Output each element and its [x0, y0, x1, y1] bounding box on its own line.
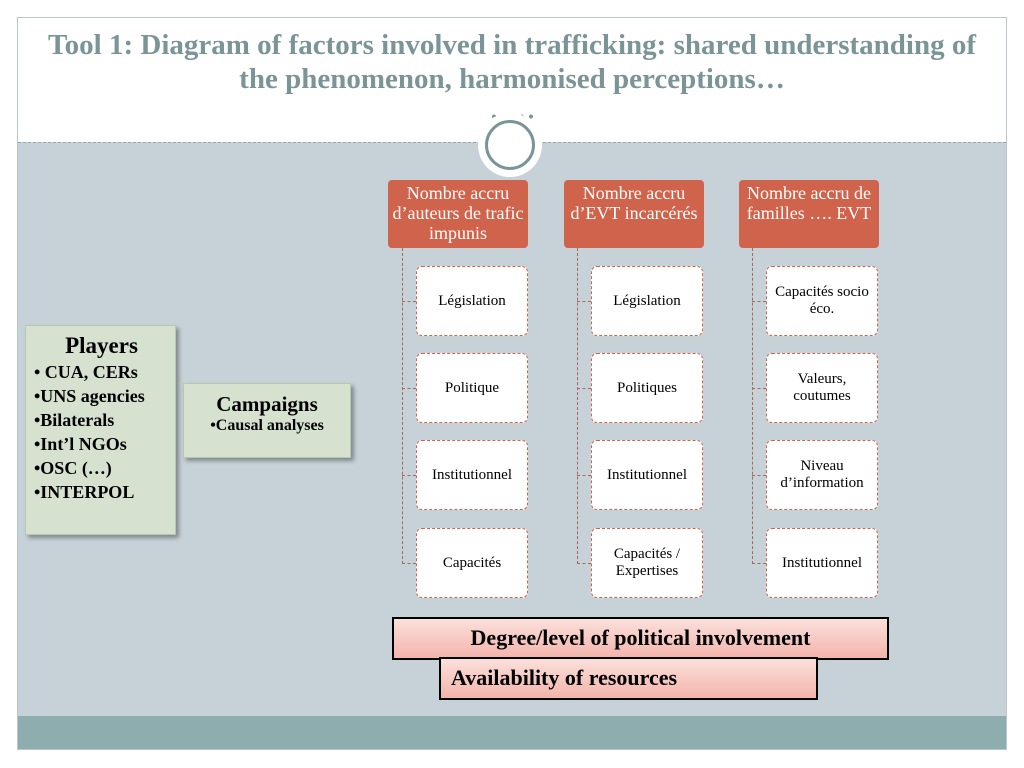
column-head-3: Nombre accru de familles …. EVT: [739, 180, 879, 248]
factor-box: Législation: [416, 266, 528, 336]
factor-box: Capacités: [416, 528, 528, 598]
factor-box: Capacités socio éco.: [766, 266, 878, 336]
connector-horizontal: [402, 301, 416, 302]
resources-availability-bar: Availability of resources: [439, 657, 818, 700]
connector-horizontal: [752, 475, 766, 476]
connector-vertical: [752, 248, 753, 564]
campaigns-sub: •Causal analyses: [210, 417, 324, 434]
connector-vertical: [577, 248, 578, 564]
circle-ornament-icon: [485, 120, 535, 170]
factor-box: Capacités / Expertises: [591, 528, 703, 598]
connector-vertical: [402, 248, 403, 564]
factor-box: Institutionnel: [416, 440, 528, 510]
players-item: •Int’l NGOs: [34, 434, 127, 454]
connector-horizontal: [752, 563, 766, 564]
factor-box: Niveau d’information: [766, 440, 878, 510]
players-heading: Players: [65, 333, 138, 358]
footer-band: [18, 716, 1006, 749]
factor-box: Institutionnel: [766, 528, 878, 598]
players-box: Players • CUA, CERs •UNS agencies •Bilat…: [25, 325, 176, 535]
connector-horizontal: [577, 475, 591, 476]
factor-box: Institutionnel: [591, 440, 703, 510]
players-item: •UNS agencies: [34, 386, 145, 406]
factor-box: Législation: [591, 266, 703, 336]
players-item: •OSC (…): [34, 458, 112, 478]
players-item: •INTERPOL: [34, 482, 135, 502]
players-item: •Bilaterals: [34, 410, 115, 430]
column-head-1: Nombre accru d’auteurs de trafic impunis: [388, 180, 528, 248]
campaigns-heading: Campaigns: [216, 392, 318, 416]
connector-horizontal: [752, 301, 766, 302]
connector-horizontal: [752, 388, 766, 389]
factor-box: Politiques: [591, 353, 703, 423]
connector-horizontal: [577, 563, 591, 564]
political-involvement-bar: Degree/level of political involvement: [392, 617, 889, 660]
slide-title: Tool 1: Diagram of factors involved in t…: [47, 29, 977, 95]
campaigns-box: Campaigns •Causal analyses: [183, 383, 351, 458]
factor-box: Valeurs, coutumes: [766, 353, 878, 423]
column-head-2: Nombre accru d’EVT incarcérés: [564, 180, 704, 248]
connector-horizontal: [402, 475, 416, 476]
factor-box: Politique: [416, 353, 528, 423]
connector-horizontal: [402, 563, 416, 564]
connector-horizontal: [577, 388, 591, 389]
players-item: • CUA, CERs: [34, 362, 138, 382]
connector-horizontal: [577, 301, 591, 302]
connector-horizontal: [402, 388, 416, 389]
